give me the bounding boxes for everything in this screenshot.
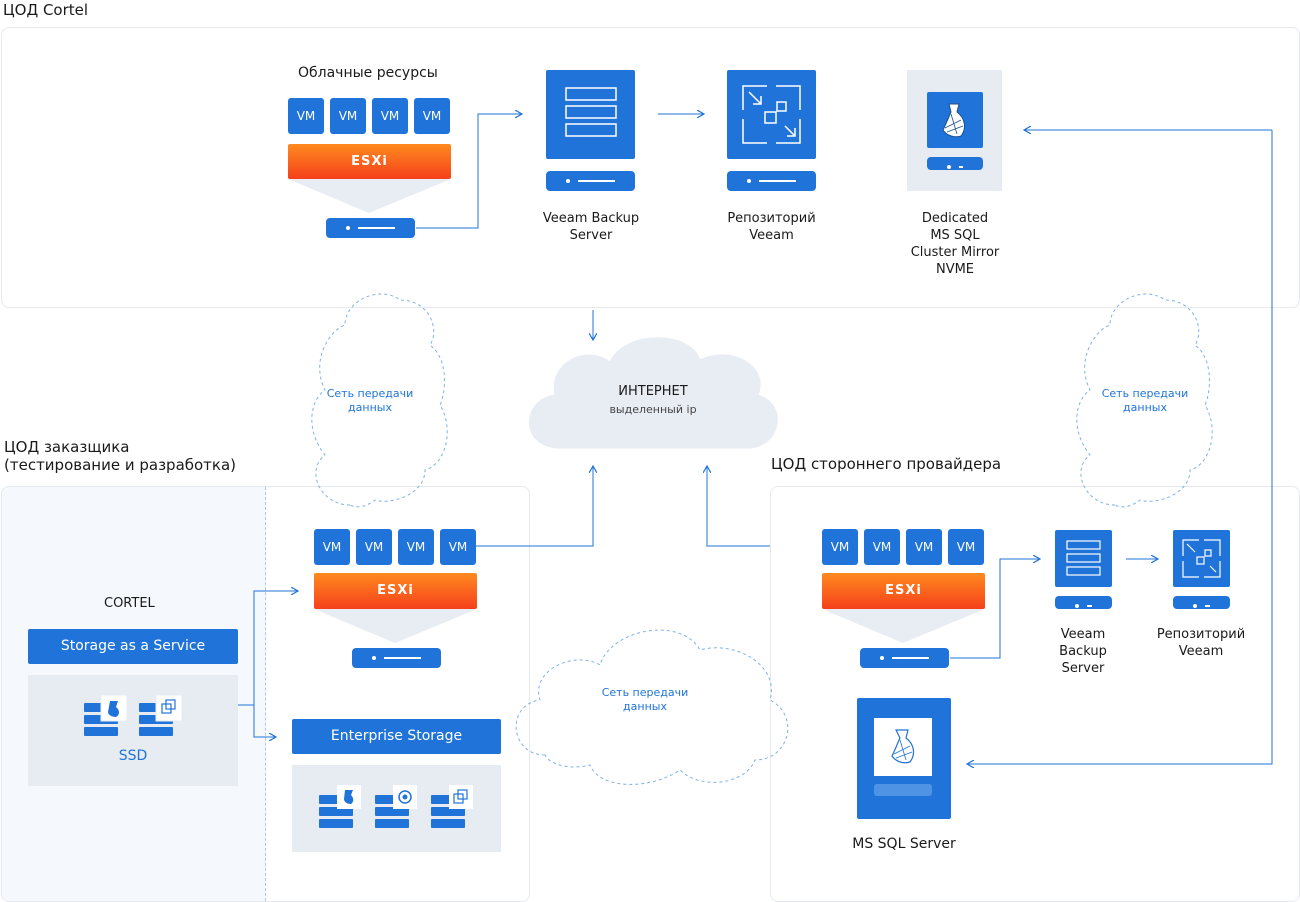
network-label-center: Сеть передачи данных [601, 686, 689, 713]
ssd-label: SSD [118, 748, 148, 764]
host-server-bar [326, 218, 415, 238]
esxi-bar: ESXi [822, 573, 985, 609]
esxi-funnel [822, 609, 985, 643]
vm-tile: VM [906, 529, 942, 565]
host-server-bar [352, 648, 441, 668]
network-cloud-right [1076, 293, 1213, 508]
cortel-dc-panel [1, 27, 1300, 308]
veeam-backup-server-icon [1055, 530, 1112, 587]
vm-tile: VM [330, 98, 366, 134]
enterprise-disk-icons [319, 785, 473, 828]
storage-as-a-service-label: Storage as a Service [28, 629, 238, 664]
esxi-bar: ESXi [314, 573, 477, 609]
ms-sql-bar [874, 784, 932, 796]
vm-tile: VM [822, 529, 858, 565]
veeam-repository-label: Репозиторий Veeam [1156, 627, 1246, 659]
network-cloud-left [311, 293, 448, 508]
sql-server-icon [927, 92, 983, 148]
customer-dc-title: ЦОД заказщика (тестирование и разработка… [4, 438, 237, 474]
vm-tile: VM [414, 98, 450, 134]
internet-cloud [528, 337, 778, 449]
veeam-repository-icon [727, 70, 816, 159]
repo-bar [727, 171, 816, 191]
ms-sql-server-label: MS SQL Server [852, 836, 956, 852]
vm-tile: VM [440, 529, 476, 565]
veeam-repository-label: Репозиторий Veeam [727, 211, 816, 243]
network-label-left: Сеть передачи данных [326, 387, 414, 414]
dedicated-sql-label: Dedicated MS SQL Cluster Mirror NVME [910, 211, 1000, 277]
vm-tile: VM [372, 98, 408, 134]
veeam-backup-server-label: Veeam Backup Server [542, 211, 640, 243]
veeam-backup-server-label: Veeam Backup Server [1059, 627, 1107, 676]
veeam-server-bar [546, 171, 635, 191]
enterprise-storage-box [292, 765, 501, 852]
internet-title: ИНТЕРНЕТ [618, 384, 688, 399]
vm-tile: VM [864, 529, 900, 565]
veeam-backup-server-icon [546, 70, 635, 159]
ms-sql-server-card [857, 698, 951, 819]
ssd-storage-box: SSD [28, 675, 238, 786]
veeam-server-bar [1055, 596, 1112, 609]
internet-subtitle: выделенный ip [609, 403, 697, 416]
vm-tile: VM [288, 98, 324, 134]
ssd-disk-icons [84, 694, 183, 736]
network-label-right: Сеть передачи данных [1101, 387, 1189, 414]
esxi-funnel [314, 609, 477, 643]
cortel-label: CORTEL [104, 596, 155, 611]
network-cloud-center [515, 629, 789, 785]
cortel-dc-title: ЦОД Cortel [3, 1, 89, 19]
vm-tile: VM [314, 529, 350, 565]
sql-server-icon [874, 718, 932, 776]
esxi-funnel [288, 179, 451, 213]
vm-tile: VM [948, 529, 984, 565]
provider-dc-title: ЦОД стороннего провайдера [771, 455, 1002, 473]
vm-tile: VM [356, 529, 392, 565]
enterprise-storage-label: Enterprise Storage [292, 719, 501, 754]
host-server-bar [860, 648, 949, 668]
dedicated-sql-bar [927, 157, 983, 170]
esxi-bar: ESXi [288, 144, 451, 179]
veeam-repository-icon [1173, 530, 1230, 587]
cloud-resources-label: Облачные ресурсы [298, 65, 438, 81]
repo-bar [1173, 596, 1230, 609]
dedicated-sql-card [907, 70, 1002, 191]
vm-tile: VM [398, 529, 434, 565]
